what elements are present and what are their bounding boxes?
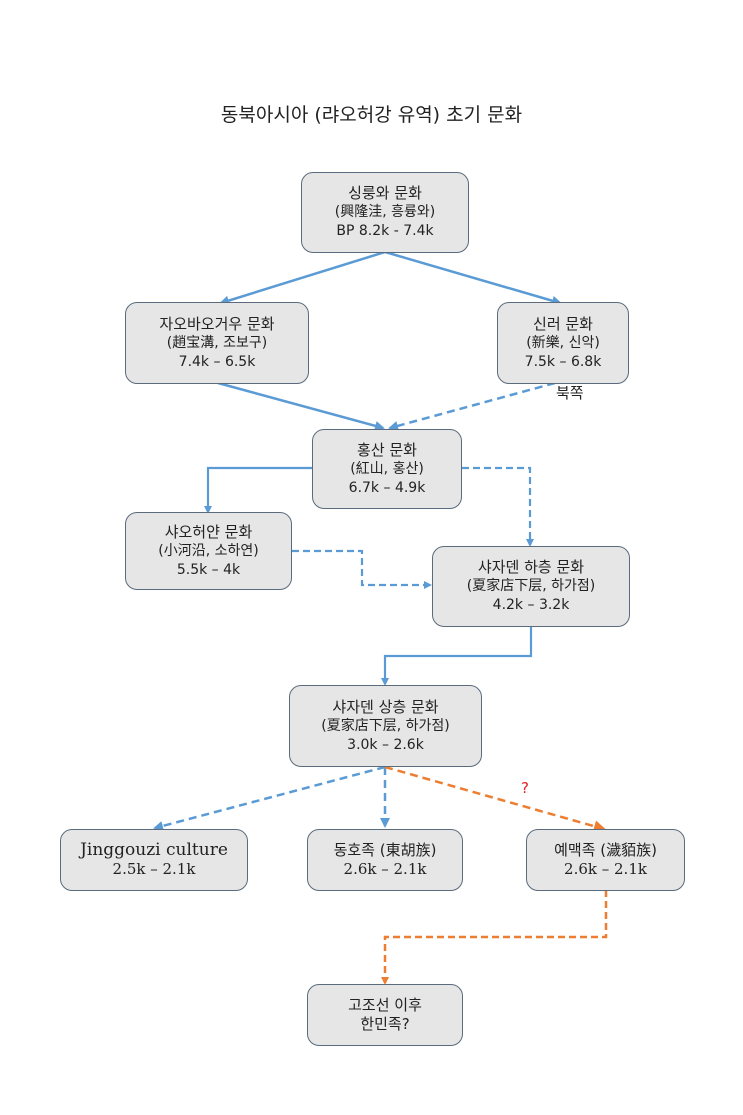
edge-xinglongwa-xinle bbox=[384, 250, 562, 306]
node-upper-xiajiadian: 샤자덴 상층 문화 (夏家店下层, 하가점) 3.0k – 2.6k bbox=[289, 685, 482, 767]
node-dates: 4.2k – 3.2k bbox=[492, 597, 570, 613]
node-dates: 7.4k – 6.5k bbox=[178, 353, 256, 370]
node-dates: 6.7k – 4.9k bbox=[348, 479, 426, 496]
node-name: Jinggouzi culture bbox=[80, 840, 228, 860]
edge-zhaobaogou-hongshan bbox=[217, 381, 385, 431]
node-name: 싱룽와 문화 bbox=[348, 184, 422, 202]
node-name: 샤오허얀 문화 bbox=[164, 522, 253, 541]
node-name: 고조선 이후 bbox=[348, 996, 422, 1014]
node-hanja: (興隆洼, 흥륭와) bbox=[334, 204, 436, 220]
edge-xiaoheyan-lower-xiajiadian bbox=[292, 549, 432, 589]
node-dates: 2.6k – 2.1k bbox=[343, 860, 427, 878]
edge-lower-upper-xiajiadian bbox=[381, 627, 533, 686]
node-xiaoheyan: 샤오허얀 문화 (小河沿, 소하연) 5.5k – 4k bbox=[125, 512, 292, 590]
edge-xinglongwa-zhaobaogou bbox=[219, 250, 386, 306]
node-name: 샤자덴 상층 문화 bbox=[332, 697, 439, 716]
node-dates: 2.6k – 2.1k bbox=[564, 860, 647, 878]
node-hongshan: 홍산 문화 (紅山, 홍산) 6.7k – 4.9k bbox=[312, 429, 462, 509]
node-name: 신러 문화 bbox=[533, 314, 593, 333]
node-hanja: (小河沿, 소하연) bbox=[158, 542, 259, 559]
node-lower-xiajiadian: 샤자덴 하층 문화 (夏家店下层, 하가점) 4.2k – 3.2k bbox=[432, 546, 630, 627]
edge-hongshan-xiaoheyan bbox=[204, 466, 312, 514]
edge-xinle-hongshan bbox=[388, 381, 556, 431]
node-jinggouzi: Jinggouzi culture 2.5k – 2.1k bbox=[60, 829, 248, 891]
node-hanja: (趙宝溝, 조보구) bbox=[166, 334, 268, 351]
node-gojoseon: 고조선 이후 한민족? bbox=[307, 984, 463, 1046]
node-hanja: (夏家店下层, 하가점) bbox=[321, 717, 450, 734]
edge-upper-yemaek bbox=[384, 765, 606, 833]
node-xinglongwa: 싱룽와 문화 (興隆洼, 흥륭와) BP 8.2k - 7.4k bbox=[301, 172, 469, 253]
node-dates: 3.0k – 2.6k bbox=[347, 736, 424, 753]
node-donghu: 동호족 (東胡族) 2.6k – 2.1k bbox=[307, 829, 463, 891]
edge-yemaek-gojoseon bbox=[381, 890, 608, 985]
node-dates: BP 8.2k - 7.4k bbox=[336, 223, 434, 239]
node-xinle: 신러 문화 (新樂, 신악) 7.5k – 6.8k bbox=[497, 302, 629, 384]
north-label: 북쪽 bbox=[556, 384, 584, 402]
node-hanja: (紅山, 홍산) bbox=[350, 460, 424, 477]
node-dates: 5.5k – 4k bbox=[176, 561, 241, 578]
edge-hongshan-lower-xiajiadian bbox=[462, 466, 534, 547]
node-dates: 2.5k – 2.1k bbox=[112, 860, 196, 878]
node-name: 자오바오거우 문화 bbox=[159, 314, 275, 333]
node-hanja: (夏家店下层, 하가점) bbox=[466, 578, 596, 594]
node-dates: 7.5k – 6.8k bbox=[524, 353, 602, 370]
edge-upper-jinggouzi bbox=[153, 765, 386, 831]
node-name-2: 한민족? bbox=[360, 1015, 410, 1033]
uncertain-question-mark: ? bbox=[521, 779, 529, 797]
node-zhaobaogou: 자오바오거우 문화 (趙宝溝, 조보구) 7.4k – 6.5k bbox=[125, 302, 309, 384]
node-name: 동호족 (東胡族) bbox=[333, 841, 437, 859]
node-hanja: (新樂, 신악) bbox=[526, 334, 600, 351]
node-yemaek: 예맥족 (濊貊族) 2.6k – 2.1k bbox=[526, 829, 685, 891]
node-name: 홍산 문화 bbox=[357, 440, 417, 459]
node-name: 예맥족 (濊貊族) bbox=[554, 841, 657, 859]
diagram-title: 동북아시아 (랴오허강 유역) 초기 문화 bbox=[220, 104, 523, 126]
node-name: 샤자덴 하층 문화 bbox=[477, 558, 585, 576]
